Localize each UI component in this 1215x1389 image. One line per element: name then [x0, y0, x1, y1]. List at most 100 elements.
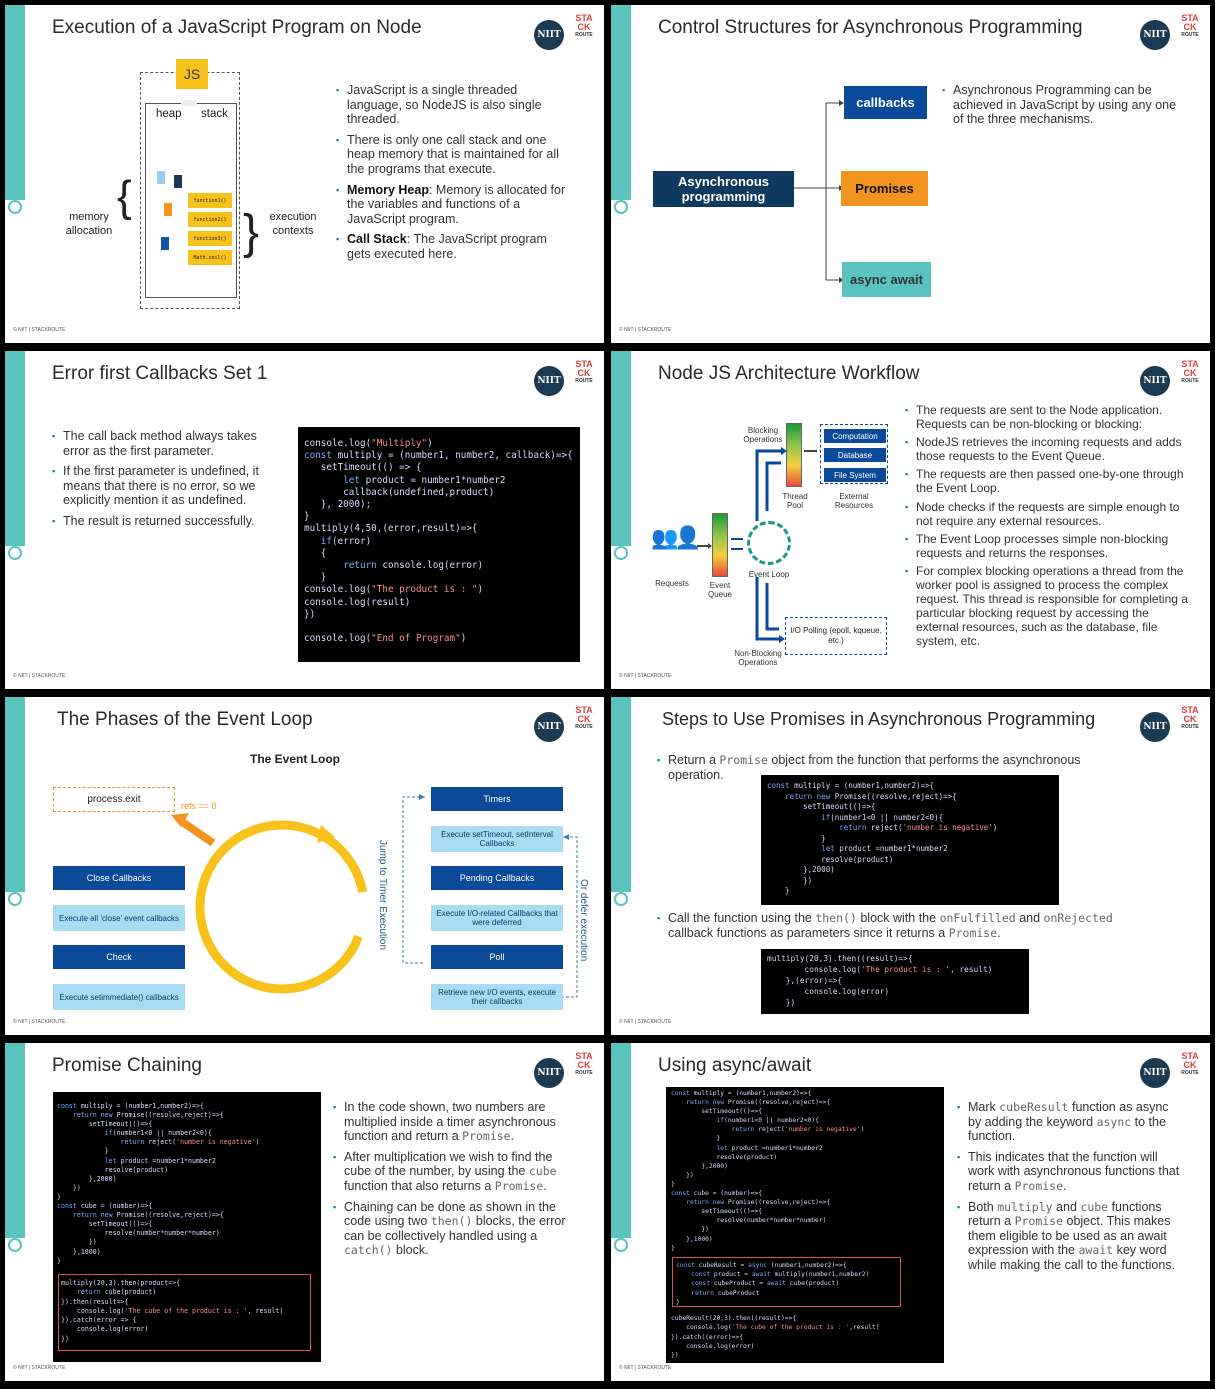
code-line: let product =number1*number2 [716, 1144, 823, 1152]
bullet: Chaining can be done as shown in the cod… [333, 1200, 573, 1258]
check-desc: Execute setimmediate() callbacks [53, 984, 185, 1010]
code-line: return reject('number is negative') [839, 823, 998, 832]
bullet-list: The call back method always takes error … [52, 429, 282, 535]
code-line: return console.log(error) [343, 560, 484, 572]
inline-code: Promise [494, 1178, 544, 1193]
event-loop-diagram [171, 794, 578, 998]
refs-label: refs == 0 [181, 801, 217, 811]
code-block: cubeResult(20,3).then((result)=>{ consol… [671, 1314, 941, 1362]
bullet: If the first parameter is undefined, it … [52, 464, 282, 508]
event-queue-bar [712, 513, 728, 577]
event-loop-heading: The Event Loop [250, 752, 340, 766]
bullet-text: In the code shown, two numbers are multi… [344, 1100, 556, 1144]
bullet-list: Return a Promise object from the functio… [657, 753, 1137, 788]
slide-footer: © NIIT | STACKROUTE [619, 673, 672, 679]
slide-title: Execution of a JavaScript Program on Nod… [52, 17, 422, 38]
code-block: multiply(20,3).then((result)=>{ console.… [761, 949, 1029, 1014]
slide-title: Steps to Use Promises in Asynchronous Pr… [662, 709, 1096, 729]
async-await-box: async await [842, 262, 931, 297]
inline-code: Promise [1014, 1214, 1064, 1229]
code-line: setTimeout(()=>{ [767, 802, 876, 811]
process-exit-box: process.exit [53, 787, 175, 812]
code-line: }) [61, 1334, 69, 1343]
close-callbacks-desc: Execute all 'close' event callbacks [53, 905, 185, 931]
code-line: { [304, 547, 327, 559]
slide-footer: © NIIT | STACKROUTE [619, 1365, 672, 1371]
external-resources-frame [820, 424, 888, 484]
code-line: multiply(20,3).then(product=>{ [61, 1279, 181, 1287]
code-line: } [671, 1244, 675, 1251]
pending-callbacks-desc: Execute I/O-related Callbacks that were … [431, 905, 563, 931]
code-line: setTimeout(()=>{ [671, 1208, 762, 1216]
code-line: if(error) [320, 535, 372, 547]
heap-block [174, 175, 182, 188]
slide-title: The Phases of the Event Loop [57, 709, 313, 730]
accent-bar [611, 1043, 631, 1238]
niit-logo: NIIT [1140, 1058, 1170, 1088]
bullet-text: function as async by adding the keyword [968, 1100, 1169, 1129]
code-line: multiply(20,3).then((result)=>{ [767, 954, 913, 963]
code-line: } [57, 1192, 61, 1201]
inline-code: cube [1080, 1199, 1109, 1214]
callbacks-box: callbacks [844, 86, 927, 119]
bullet: The requests are sent to the Node applic… [905, 403, 1193, 431]
accent-circle-icon [8, 892, 22, 906]
thread-pool-label: Thread Pool [782, 492, 808, 510]
code-line: },2000) [671, 1162, 728, 1170]
code-line: console.log("The product is : ") [304, 584, 484, 596]
code-line: }).catch(error => { [61, 1316, 137, 1325]
code-line: }) [767, 875, 813, 885]
inline-code: multiply [997, 1199, 1053, 1214]
code-line: return new Promise((resolve,reject)=>{ [72, 1211, 224, 1220]
code-line: let product =number1*number2 [104, 1156, 216, 1165]
timers-desc: Execute setTimeout, setInterval Callback… [431, 826, 563, 852]
code-line: let product = number1*number2 [343, 474, 506, 486]
slide-footer: © NIIT | STACKROUTE [13, 673, 66, 679]
check-box: Check [53, 945, 185, 969]
accent-circle-icon [8, 1238, 22, 1252]
accent-circle-icon [614, 1238, 628, 1252]
event-loop-icon [747, 521, 791, 565]
thread-pool-bar [786, 423, 802, 487]
code-line: cubeResult(20,3).then((result)=>{ [671, 1315, 797, 1322]
non-blocking-label: Non-Blocking Operations [734, 649, 782, 667]
accent-circle-icon [614, 546, 628, 560]
code-line: return cube(product) [76, 1288, 157, 1297]
code-line: }, 2000); [304, 499, 372, 511]
bullet: Both multiply and cube functions return … [957, 1200, 1182, 1273]
code-line: }) [57, 1183, 81, 1192]
code-block: const multiply = (number1,number2)=>{ re… [57, 1102, 319, 1282]
heap-block [157, 171, 165, 184]
code-block: const multiply = (number1,number2)=>{ re… [671, 1089, 941, 1251]
code-line: return cubeProduct [691, 1289, 760, 1297]
stack-frame: Math.ceil() [188, 250, 232, 265]
defer-execution-label: Or defer execution [578, 878, 589, 962]
stack-frame: function2() [188, 212, 232, 227]
bullet: This indicates that the function will wo… [957, 1150, 1182, 1194]
code-line: setTimeout(()=>{ [57, 1120, 153, 1129]
accent-circle-icon [614, 200, 628, 214]
code-line: setTimeout(()=>{ [57, 1220, 153, 1229]
accent-circle-icon [614, 892, 628, 906]
code-line: resolve(number*number*number) [671, 1217, 827, 1225]
heap-label: heap [156, 108, 182, 120]
accent-bar [5, 1043, 25, 1238]
promises-box: Promises [841, 171, 928, 206]
code-line: return reject('number is negative') [120, 1138, 260, 1147]
inline-code: catch() [344, 1243, 393, 1258]
timers-box: Timers [431, 787, 563, 811]
bullet-text: functions return a [968, 1199, 1162, 1229]
bullet: Return a Promise object from the functio… [657, 753, 1137, 782]
bullet-list: In the code shown, two numbers are multi… [333, 1100, 573, 1264]
code-line: resolve(product) [767, 854, 894, 864]
stack-label: stack [201, 108, 228, 120]
code-line [304, 621, 574, 633]
code-line: callback(undefined,product) [304, 486, 495, 498]
code-line: const multiply = (number1,number2)=>{ [767, 781, 935, 790]
